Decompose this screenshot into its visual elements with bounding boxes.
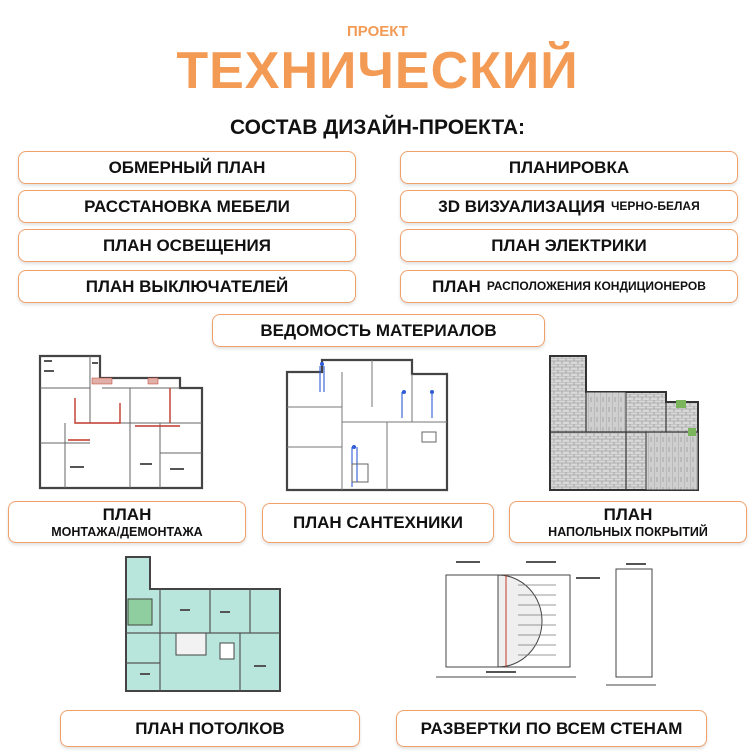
item-furniture: РАССТАНОВКА МЕБЕЛИ <box>18 190 356 223</box>
item-switches: ПЛАН ВЫКЛЮЧАТЕЛЕЙ <box>18 270 356 303</box>
item-air-conditioners: ПЛАН РАСПОЛОЖЕНИЯ КОНДИЦИОНЕРОВ <box>400 270 738 303</box>
item-layout-label: ПЛАНИРОВКА <box>508 157 630 177</box>
demolition-plan-label: ПЛАН <box>102 505 152 525</box>
item-switches-label: ПЛАН ВЫКЛЮЧАТЕЛЕЙ <box>85 276 289 296</box>
item-measure-plan: ОБМЕРНЫЙ ПЛАН <box>18 151 356 184</box>
ceiling-plan-drawing <box>120 553 285 697</box>
plumbing-plan-label: ПЛАН САНТЕХНИКИ <box>293 513 463 533</box>
item-materials: ВЕДОМОСТЬ МАТЕРИАЛОВ <box>212 314 545 347</box>
plumbing-plan-drawing <box>282 352 452 494</box>
item-electric: ПЛАН ЭЛЕКТРИКИ <box>400 229 738 262</box>
item-lighting: ПЛАН ОСВЕЩЕНИЯ <box>18 229 356 262</box>
ceiling-plan-label: ПЛАН ПОТОЛКОВ <box>135 718 285 738</box>
wall-elevations-caption: РАЗВЕРТКИ ПО ВСЕМ СТЕНАМ <box>396 710 707 747</box>
floor-plan-drawing <box>546 352 702 494</box>
header-kicker: ПРОЕКТ <box>347 23 408 40</box>
item-layout: ПЛАНИРОВКА <box>400 151 738 184</box>
item-air-conditioners-note: РАСПОЛОЖЕНИЯ КОНДИЦИОНЕРОВ <box>486 278 706 293</box>
item-measure-plan-label: ОБМЕРНЫЙ ПЛАН <box>108 157 266 177</box>
plumbing-plan-caption: ПЛАН САНТЕХНИКИ <box>262 503 494 543</box>
demolition-plan-sublabel: МОНТАЖА/ДЕМОНТАЖА <box>51 524 203 539</box>
item-materials-label: ВЕДОМОСТЬ МАТЕРИАЛОВ <box>260 320 497 340</box>
item-furniture-label: РАССТАНОВКА МЕБЕЛИ <box>84 196 290 216</box>
wall-elevations-label: РАЗВЕРТКИ ПО ВСЕМ СТЕНАМ <box>420 718 683 738</box>
demolition-plan-drawing <box>30 348 210 494</box>
floor-plan-caption: ПЛАН НАПОЛЬНЫХ ПОКРЫТИЙ <box>509 501 747 543</box>
floor-plan-label: ПЛАН <box>603 505 653 525</box>
item-air-conditioners-label: ПЛАН <box>432 276 481 296</box>
demolition-plan-caption: ПЛАН МОНТАЖА/ДЕМОНТАЖА <box>8 501 246 543</box>
item-3d-visualization-label: 3D ВИЗУАЛИЗАЦИЯ <box>438 196 605 216</box>
wall-elevations-drawing <box>426 555 662 693</box>
item-3d-visualization-note: ЧЕРНО-БЕЛАЯ <box>610 198 700 213</box>
item-lighting-label: ПЛАН ОСВЕЩЕНИЯ <box>103 235 271 255</box>
ceiling-plan-caption: ПЛАН ПОТОЛКОВ <box>60 710 360 747</box>
section-subtitle: СОСТАВ ДИЗАЙН-ПРОЕКТА: <box>229 116 526 139</box>
item-electric-label: ПЛАН ЭЛЕКТРИКИ <box>491 235 647 255</box>
page-title: ТЕХНИЧЕСКИЙ <box>176 42 579 100</box>
floor-plan-sublabel: НАПОЛЬНЫХ ПОКРЫТИЙ <box>548 524 708 539</box>
item-3d-visualization: 3D ВИЗУАЛИЗАЦИЯ ЧЕРНО-БЕЛАЯ <box>400 190 738 223</box>
